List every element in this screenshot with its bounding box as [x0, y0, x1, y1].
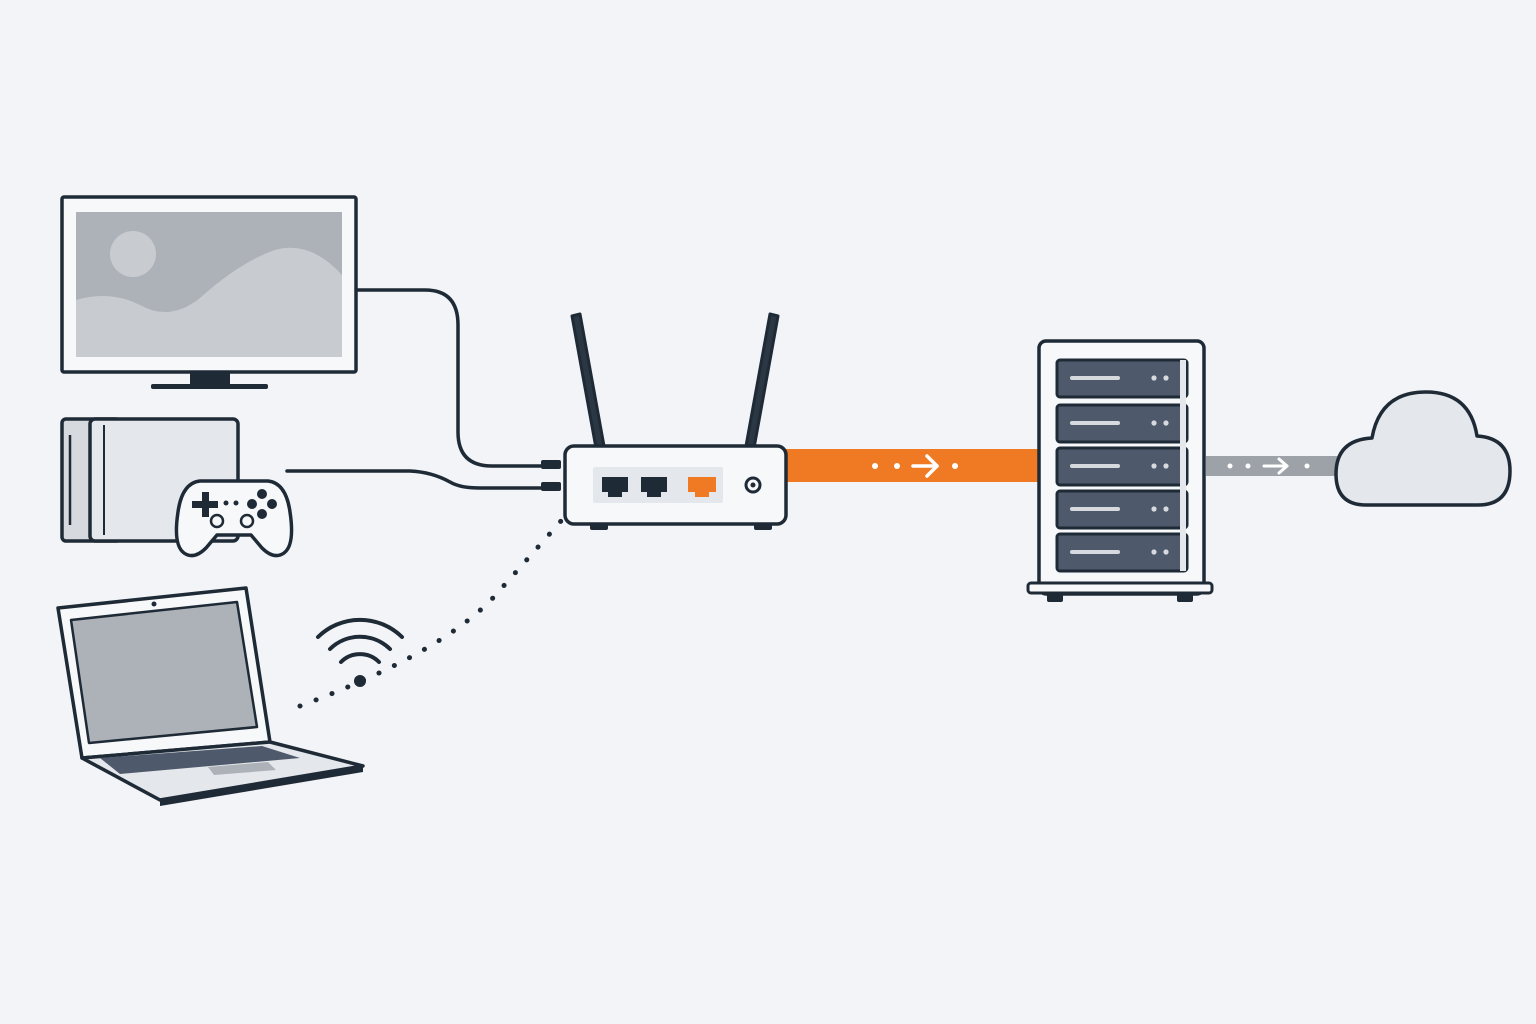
rack-unit-details: [1070, 375, 1169, 555]
rack-unit: [1055, 358, 1189, 399]
wifi-signal-icon: [316, 617, 404, 687]
internet-flow: [1206, 456, 1342, 476]
wifi-router-icon: [541, 312, 788, 530]
sun-icon: [110, 231, 156, 277]
arrow-right-icon: [911, 454, 939, 478]
landscape-hill-icon: [76, 247, 342, 357]
arrow-right-icon: [1262, 457, 1289, 475]
cloud-icon: [1334, 390, 1512, 507]
server-rack-icon: [1026, 339, 1214, 602]
wan-port-icon: [688, 477, 716, 497]
tv-router-cable: [355, 288, 550, 468]
power-led: [744, 476, 762, 494]
rack-unit: [1055, 532, 1189, 573]
ethernet-port-icon: [602, 477, 628, 497]
rack-unit: [1055, 403, 1189, 444]
rack-unit: [1055, 446, 1189, 487]
wired-links: [285, 288, 550, 490]
laptop-icon: [56, 586, 365, 806]
rack-units: [1055, 358, 1189, 573]
console-router-cable: [285, 469, 550, 490]
wireless-link: [297, 498, 583, 709]
rack-unit: [1055, 489, 1189, 530]
uplink-flow: [784, 449, 1044, 482]
gamepad-icon: [174, 479, 294, 558]
tv-monitor-icon: [60, 195, 358, 389]
wireless-dotted-path: [297, 502, 578, 709]
ethernet-port-icon: [641, 477, 667, 497]
